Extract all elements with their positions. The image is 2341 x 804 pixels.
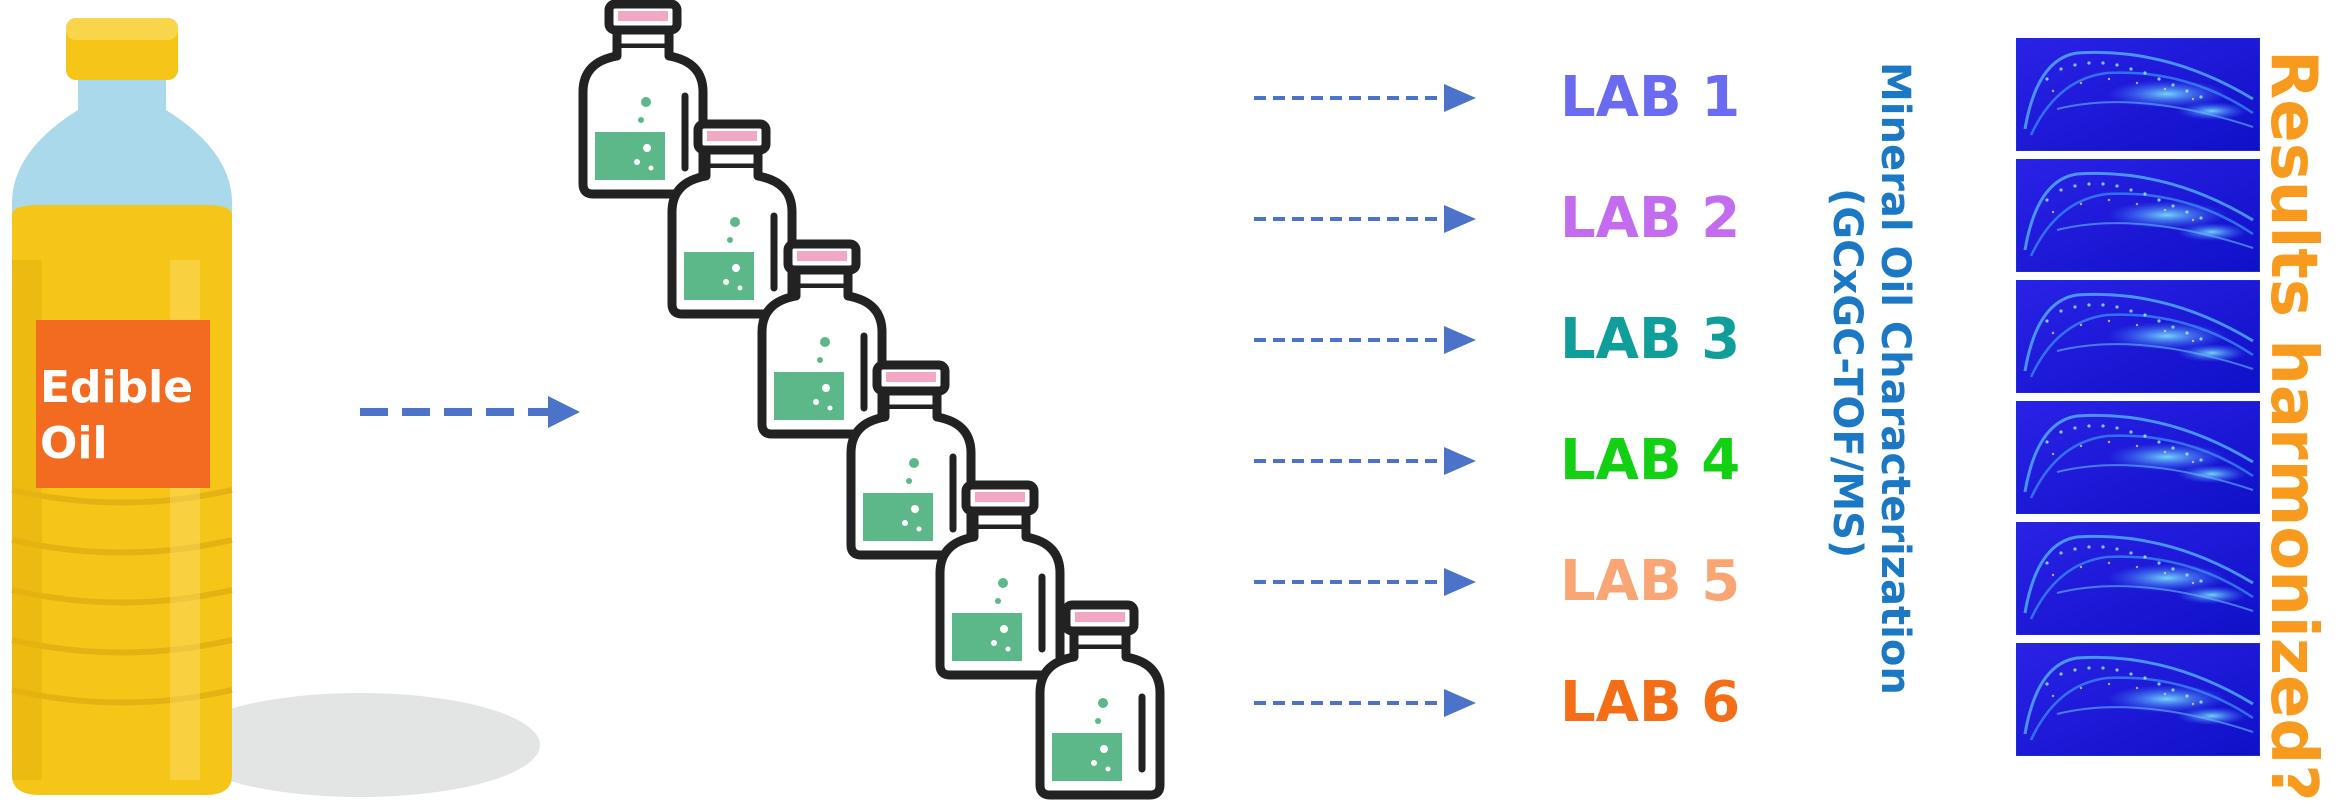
lab-label-5: LAB 5 bbox=[1560, 549, 1741, 614]
chromatogram-image bbox=[2016, 522, 2260, 635]
bottle-shadow bbox=[180, 693, 540, 797]
chromatogram-image bbox=[2016, 159, 2260, 272]
results-question: Results harmonized? bbox=[2256, 50, 2330, 802]
lab-label-2: LAB 2 bbox=[1560, 186, 1741, 251]
lab-label-4: LAB 4 bbox=[1560, 428, 1741, 493]
arrowhead bbox=[1444, 568, 1476, 596]
chromatogram-image bbox=[2016, 280, 2260, 393]
bottle-label-line1: Edible bbox=[40, 362, 194, 413]
arrowhead bbox=[1444, 205, 1476, 233]
bottle-neck bbox=[12, 80, 232, 225]
arrowhead bbox=[1444, 84, 1476, 112]
bottle-label-line2: Oil bbox=[40, 418, 108, 469]
lab-label-6: LAB 6 bbox=[1560, 670, 1741, 735]
chromatogram-image bbox=[2016, 643, 2260, 756]
method-title: Mineral Oil Characterization bbox=[1872, 62, 1918, 695]
chromatogram-image bbox=[2016, 401, 2260, 514]
lab-label-3: LAB 3 bbox=[1560, 307, 1741, 372]
arrowhead bbox=[1444, 689, 1476, 717]
lab-label-1: LAB 1 bbox=[1560, 65, 1741, 130]
arrowhead bbox=[1444, 326, 1476, 354]
bottle-label-band bbox=[36, 320, 210, 488]
arrowhead bbox=[1444, 447, 1476, 475]
method-subtitle: (GCxGC-TOF/MS) bbox=[1824, 188, 1870, 559]
chromatogram-image bbox=[2016, 38, 2260, 151]
